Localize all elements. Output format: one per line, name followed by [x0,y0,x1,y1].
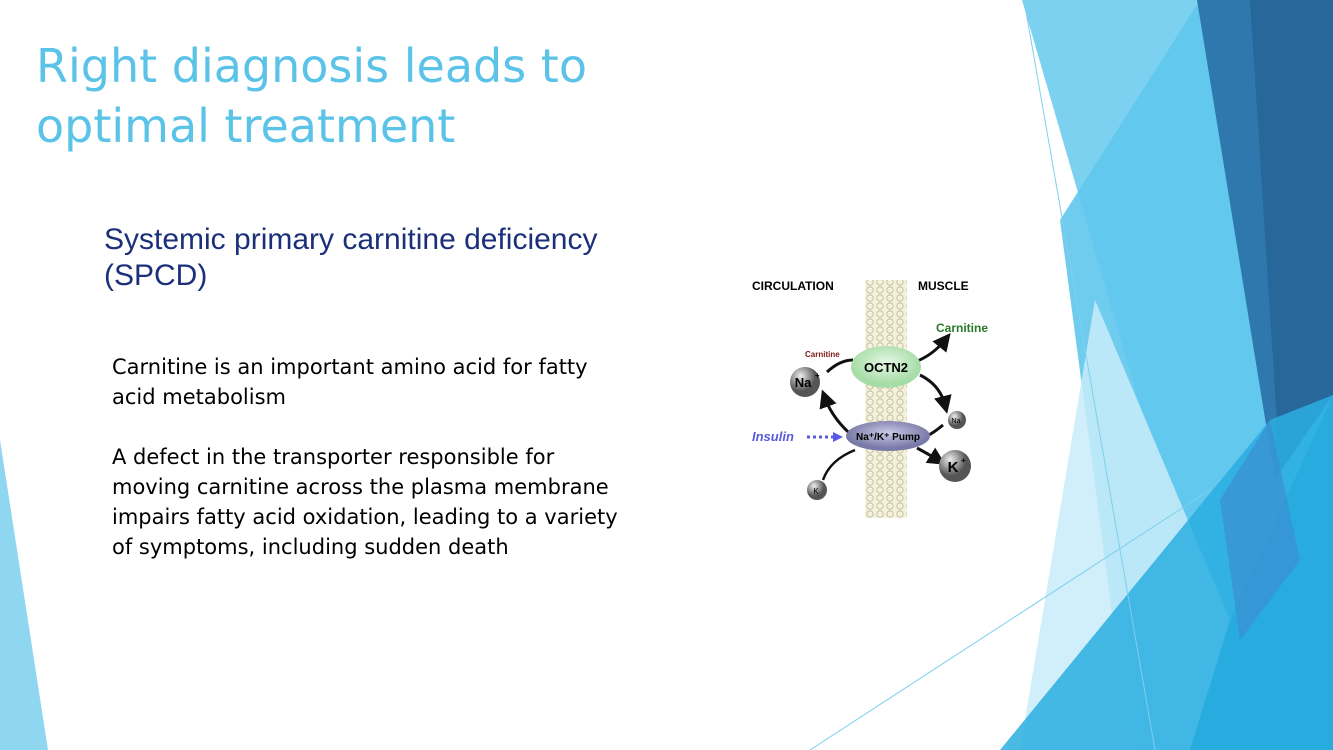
ion-charge: + [961,456,966,465]
sodium-ion-small [948,411,966,429]
body-paragraph: Carnitine is an important amino acid for… [112,355,588,409]
body-paragraph: A defect in the transporter responsible … [112,445,618,559]
carnitine-circulation-label: Carnitine [805,350,840,359]
subtitle-line: (SPCD) [104,259,208,292]
slide-subtitle: Systemic primary carnitine deficiency(SP… [104,222,598,294]
circulation-label: CIRCULATION [752,279,834,293]
carnitine-transport-diagram: CIRCULATION MUSCLE Carnitine Carnitine O… [752,279,988,518]
ion-label: Na [952,418,961,425]
arrow-icon [833,432,843,442]
slide-body: Carnitine is an important amino acid for… [112,352,632,592]
octn2-label: OCTN2 [864,360,908,375]
potassium-ion [939,450,971,482]
ion-label: K [948,459,959,476]
membrane [865,280,907,518]
ion-label: Na [795,375,812,390]
subtitle-line: Systemic primary carnitine deficiency [104,223,598,256]
ion-charge: + [815,371,820,380]
muscle-label: MUSCLE [918,279,969,293]
sodium-potassium-pump [846,421,930,451]
title-line: optimal treatment [36,99,456,153]
insulin-label: Insulin [752,429,794,444]
carnitine-muscle-label: Carnitine [936,321,988,335]
pump-label: Na⁺/K⁺ Pump [856,432,920,443]
slide-title: Right diagnosis leads to optimal treatmen… [36,36,587,156]
title-line: Right diagnosis leads to [36,39,587,93]
ion-label: K [813,487,819,496]
octn2-transporter [851,346,921,388]
sodium-ion [790,367,820,397]
potassium-ion-small [807,480,827,500]
